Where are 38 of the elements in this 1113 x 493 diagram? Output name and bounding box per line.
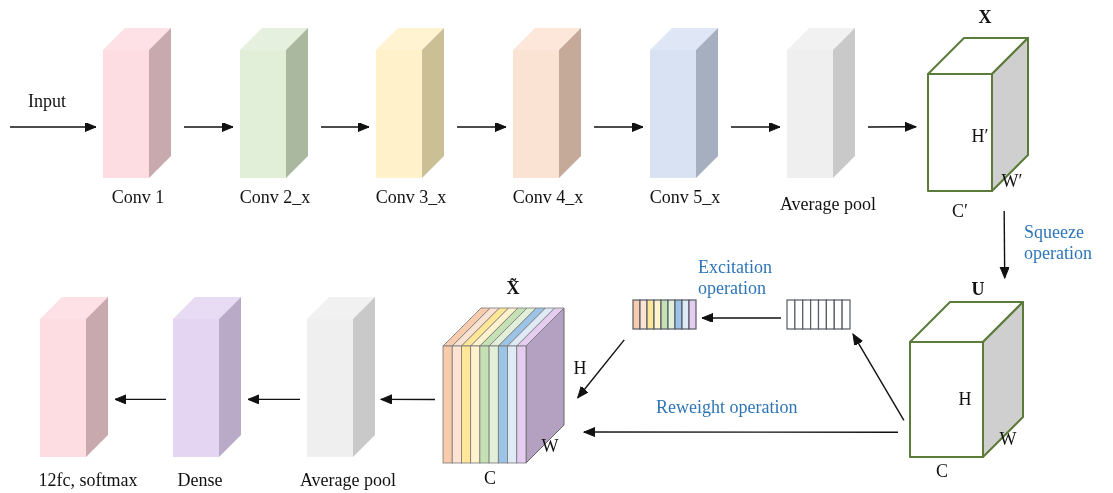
tensor-name: X̃ (506, 279, 520, 299)
layer-caption: Dense (177, 471, 223, 491)
arrow (577, 339, 625, 399)
layer-caption: Average pool (299, 471, 397, 491)
layer-caption: 12fc, softmax (38, 471, 138, 491)
tensor-name: X (978, 8, 992, 28)
arrow (701, 313, 782, 323)
layer-caption: Conv 5_x (649, 188, 721, 208)
arrow (583, 427, 899, 437)
edge-label: Reweight operation (656, 397, 798, 418)
layer-caption: Average pool (779, 195, 877, 215)
arrow (247, 394, 301, 405)
dimension-label: H (573, 359, 587, 379)
dimension-label: W′ (1001, 172, 1023, 192)
arrow (9, 122, 97, 132)
arrow (380, 394, 436, 405)
arrow (114, 394, 167, 405)
layer-caption: Conv 1 (111, 188, 165, 208)
tensor-name: U (971, 280, 985, 300)
arrow (852, 333, 905, 421)
layer-caption: Conv 2_x (239, 188, 311, 208)
dimension-label: W (999, 430, 1017, 450)
dimension-label: H (958, 390, 972, 410)
arrow (320, 122, 370, 132)
layer-caption: Conv 3_x (375, 188, 447, 208)
dimension-label: H′ (971, 127, 989, 147)
layer-caption: Conv 4_x (512, 188, 584, 208)
arrow (867, 121, 917, 132)
arrow (593, 122, 644, 132)
arrow (183, 122, 234, 132)
arrow (730, 122, 781, 132)
dimension-label: C (936, 462, 948, 482)
edge-label: Input (28, 91, 66, 112)
dimension-label: C (484, 469, 496, 489)
dimension-label: C′ (952, 202, 968, 222)
dimension-label: W (541, 437, 559, 457)
arrow (999, 210, 1010, 279)
arrow (456, 122, 507, 132)
